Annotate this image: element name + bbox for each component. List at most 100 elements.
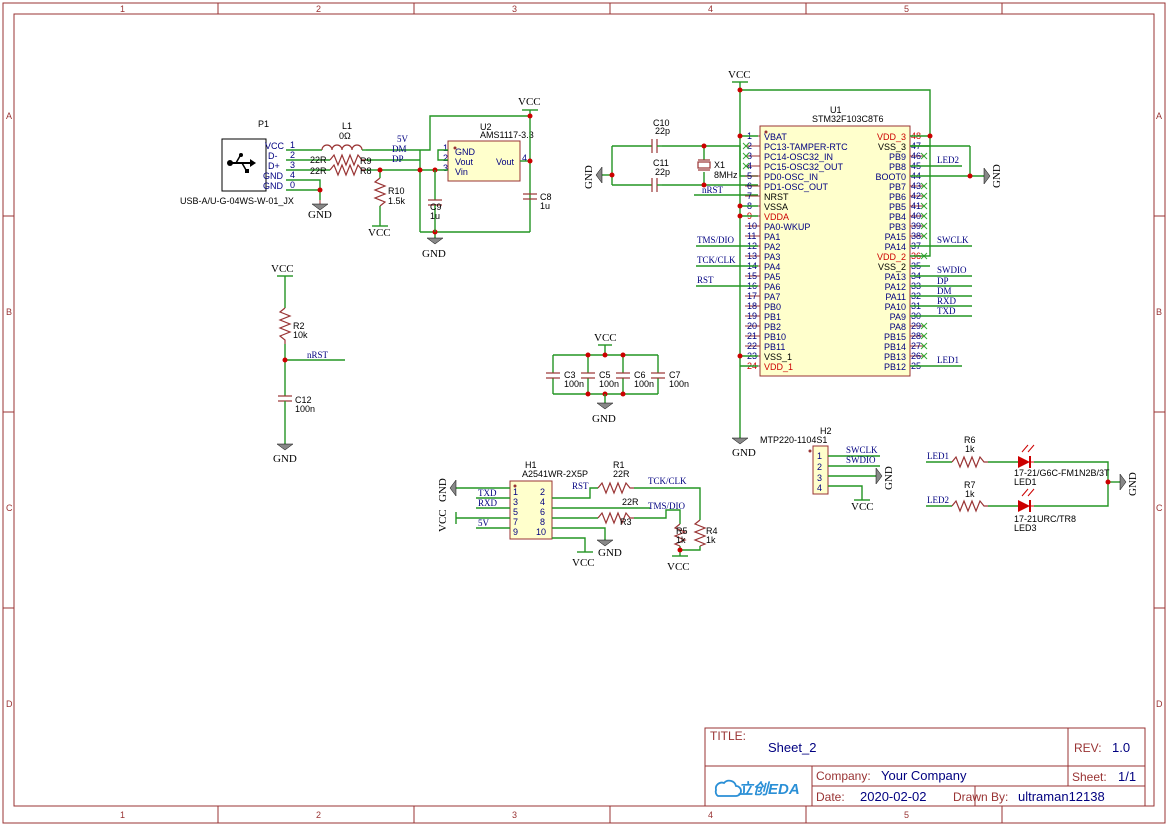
- c12-ref: C12: [295, 395, 312, 405]
- gnd-symbol-usb: GND: [308, 200, 332, 221]
- h1-vcc-left-label: VCC: [437, 509, 449, 532]
- c8-ref: C8: [540, 192, 552, 202]
- c5-value: 100n: [599, 379, 619, 389]
- r3-ref: R3: [620, 517, 632, 527]
- u1-pinname-pb12: PB12: [884, 362, 906, 372]
- c12-value: 100n: [295, 404, 315, 414]
- c6-value: 100n: [634, 379, 654, 389]
- header-h1[interactable]: H1 A2541WR-2X5P 1 3 5 7 9 2 4 6 8 10: [509, 460, 588, 540]
- c3-value: 100n: [564, 379, 584, 389]
- h2-wires: SWCLK SWDIO GND VCC: [828, 445, 895, 513]
- regulator-u2[interactable]: U2 AMS1117-3.3 GND Vout Vin Vout 1 2 3 4: [443, 122, 534, 182]
- resistor-r9[interactable]: 22R R9: [310, 153, 372, 167]
- u1-pinname-pa0-wkup: PA0-WKUP: [764, 222, 810, 232]
- resistor-r5[interactable]: R5 1k: [673, 523, 688, 547]
- p1-pin-dp: D+: [268, 161, 280, 171]
- led-led1[interactable]: 17-21/G6C-FM1N2B/3T LED1: [1014, 444, 1110, 487]
- zone-row-d-right: D: [1156, 699, 1163, 709]
- net-led1-mcu: LED1: [937, 355, 959, 365]
- zone-col-5: 5: [904, 4, 909, 14]
- capacitor-c6[interactable]: C6 100n: [634, 370, 654, 389]
- h2-pin-1: 1: [817, 451, 822, 461]
- r7-value: 1k: [965, 489, 975, 499]
- resistor-r3[interactable]: 22R R3: [597, 497, 639, 527]
- led-led3[interactable]: 17-21URC/TR8 LED3: [1014, 488, 1076, 533]
- u1-pinnum-26: 26: [911, 351, 921, 361]
- capacitor-c11[interactable]: C11 22p: [651, 158, 670, 192]
- p1-ref: P1: [258, 119, 269, 129]
- capacitor-c8[interactable]: C8 1u: [523, 192, 552, 211]
- r10-vcc-label: VCC: [368, 227, 391, 239]
- resistor-r1[interactable]: R1 22R: [597, 460, 634, 495]
- resistor-r2[interactable]: R2 10k: [278, 307, 308, 344]
- led3-ref: LED3: [1014, 523, 1037, 533]
- rev-label: REV:: [1074, 741, 1102, 755]
- h2-ref: H2: [820, 426, 832, 436]
- zone-row-a-right: A: [1156, 111, 1162, 121]
- p1-part-name: USB-A/U-G-04WS-W-01_JX: [180, 196, 294, 206]
- lceda-logo: 立创EDA: [714, 779, 800, 798]
- c3-ref: C3: [564, 370, 576, 380]
- capacitor-c9[interactable]: C9 1u: [428, 170, 442, 232]
- u1-pinname-pa12: PA12: [885, 282, 906, 292]
- usb-connector-p1[interactable]: P1 VCC D- D+ GND GND 1 2 3 4 0 USB-A/U-G…: [180, 119, 295, 206]
- no-connect-icon: [920, 352, 928, 360]
- capacitor-c3[interactable]: C3 100n: [564, 370, 584, 389]
- c7-ref: C7: [669, 370, 681, 380]
- reset-gnd-label: GND: [273, 453, 297, 465]
- capacitor-c12[interactable]: C12 100n: [278, 395, 315, 414]
- net-txd-h1: TXD: [478, 488, 497, 498]
- resistor-r6[interactable]: R6 1k: [951, 435, 988, 469]
- u1-ref: U1: [830, 105, 842, 115]
- u1-pinname-pa3: PA3: [764, 252, 780, 262]
- r4-ref: R4: [706, 526, 718, 536]
- u1-pinname-pb14: PB14: [884, 342, 906, 352]
- gnd-symbol-boot0: GND: [983, 164, 1003, 188]
- zone-col-2-bottom: 2: [316, 810, 321, 820]
- resistor-r8[interactable]: 22R R8: [310, 163, 372, 177]
- mcu-vcc-label: VCC: [728, 69, 751, 81]
- gnd-symbol-crystal: GND: [583, 165, 603, 189]
- u1-pinnum-7: 7: [747, 191, 752, 201]
- net-led1-led: LED1: [927, 451, 949, 461]
- u2-pin-vin: Vin: [455, 167, 468, 177]
- u2-name: AMS1117-3.3: [480, 130, 534, 140]
- r9-ref: R9: [360, 156, 372, 166]
- u2-ref: U2: [480, 122, 492, 132]
- net-5v-usb: 5V: [397, 134, 409, 144]
- no-connect-icon: [920, 182, 928, 190]
- capacitor-c7[interactable]: C7 100n: [669, 370, 689, 389]
- l1-ref: L1: [342, 121, 352, 131]
- u1-pinnum-46: 46: [911, 151, 921, 161]
- net-dp-mcu: DP: [937, 276, 949, 286]
- r2-ref: R2: [293, 321, 305, 331]
- u1-pinname-pb13: PB13: [884, 352, 906, 362]
- net-led2-mcu: LED2: [937, 155, 959, 165]
- u1-pinname-pb3: PB3: [889, 222, 906, 232]
- inductor-l1[interactable]: L1 0Ω: [321, 121, 366, 151]
- u1-pinname-pa1: PA1: [764, 232, 780, 242]
- led3-name: 17-21URC/TR8: [1014, 514, 1076, 524]
- capacitor-c10[interactable]: C10 22p: [651, 118, 670, 153]
- header-h2[interactable]: H2 MTP220-1104S1 1 2 3 4: [760, 426, 832, 495]
- u1-pinnum-43: 43: [911, 181, 921, 191]
- zone-col-1-bottom: 1: [120, 810, 125, 820]
- u1-name: STM32F103C8T6: [812, 114, 884, 124]
- resistor-r10[interactable]: R10 1.5k VCC: [368, 177, 406, 239]
- resistor-r7[interactable]: R7 1k: [951, 480, 988, 513]
- resistor-r4[interactable]: R4 1k: [693, 519, 718, 547]
- capacitor-c5[interactable]: C5 100n: [599, 370, 619, 389]
- drawn-label: Drawn By:: [953, 790, 1008, 804]
- crystal-x1[interactable]: X1 8MHz: [697, 159, 738, 180]
- u1-pinname-vdd_2: VDD_2: [877, 252, 906, 262]
- u1-pinnum-39: 39: [911, 221, 921, 231]
- u1-pinname-pa10: PA10: [885, 302, 906, 312]
- h1-pin-4: 4: [540, 497, 545, 507]
